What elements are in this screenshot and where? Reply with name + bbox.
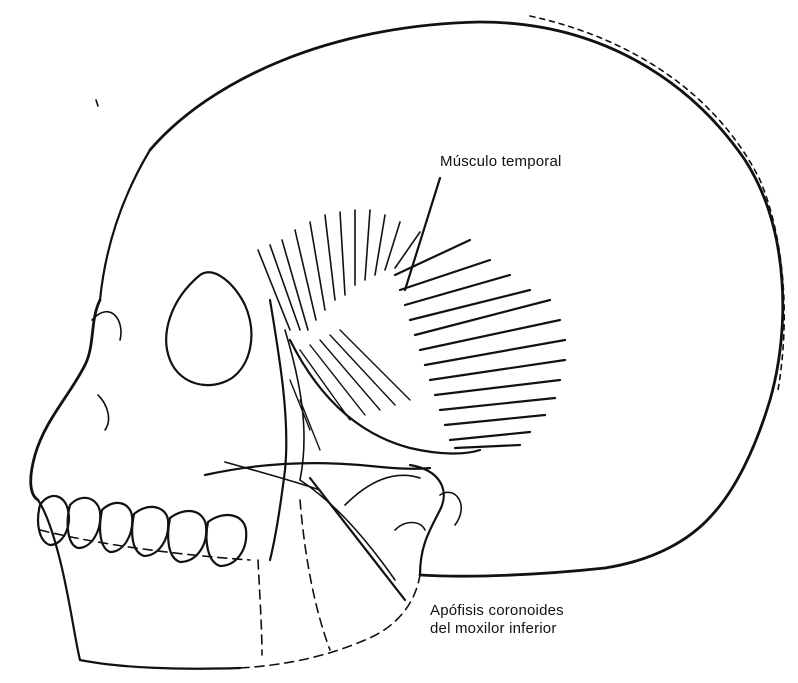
- leader-line-coronoid: [310, 478, 405, 600]
- leader-line-temporal: [405, 178, 440, 290]
- facial-profile: [31, 300, 420, 669]
- teeth-row: [38, 496, 250, 566]
- label-coronoid-process: Apófisis coronoides del moxilor inferior: [430, 602, 564, 638]
- cranial-vault-outline: [100, 16, 784, 576]
- zygomatic-arch: [205, 462, 430, 505]
- coronoid-process: [270, 300, 304, 560]
- muscle-insertion-curve: [290, 340, 480, 454]
- temporal-muscle-fibers: [258, 210, 565, 450]
- label-coronoid-line1: Apófisis coronoides: [430, 602, 564, 620]
- label-coronoid-line2: del moxilor inferior: [430, 620, 564, 638]
- stray-mark: [96, 100, 98, 106]
- label-temporal-muscle: Músculo temporal: [440, 153, 562, 171]
- orbit-outline: [92, 272, 251, 430]
